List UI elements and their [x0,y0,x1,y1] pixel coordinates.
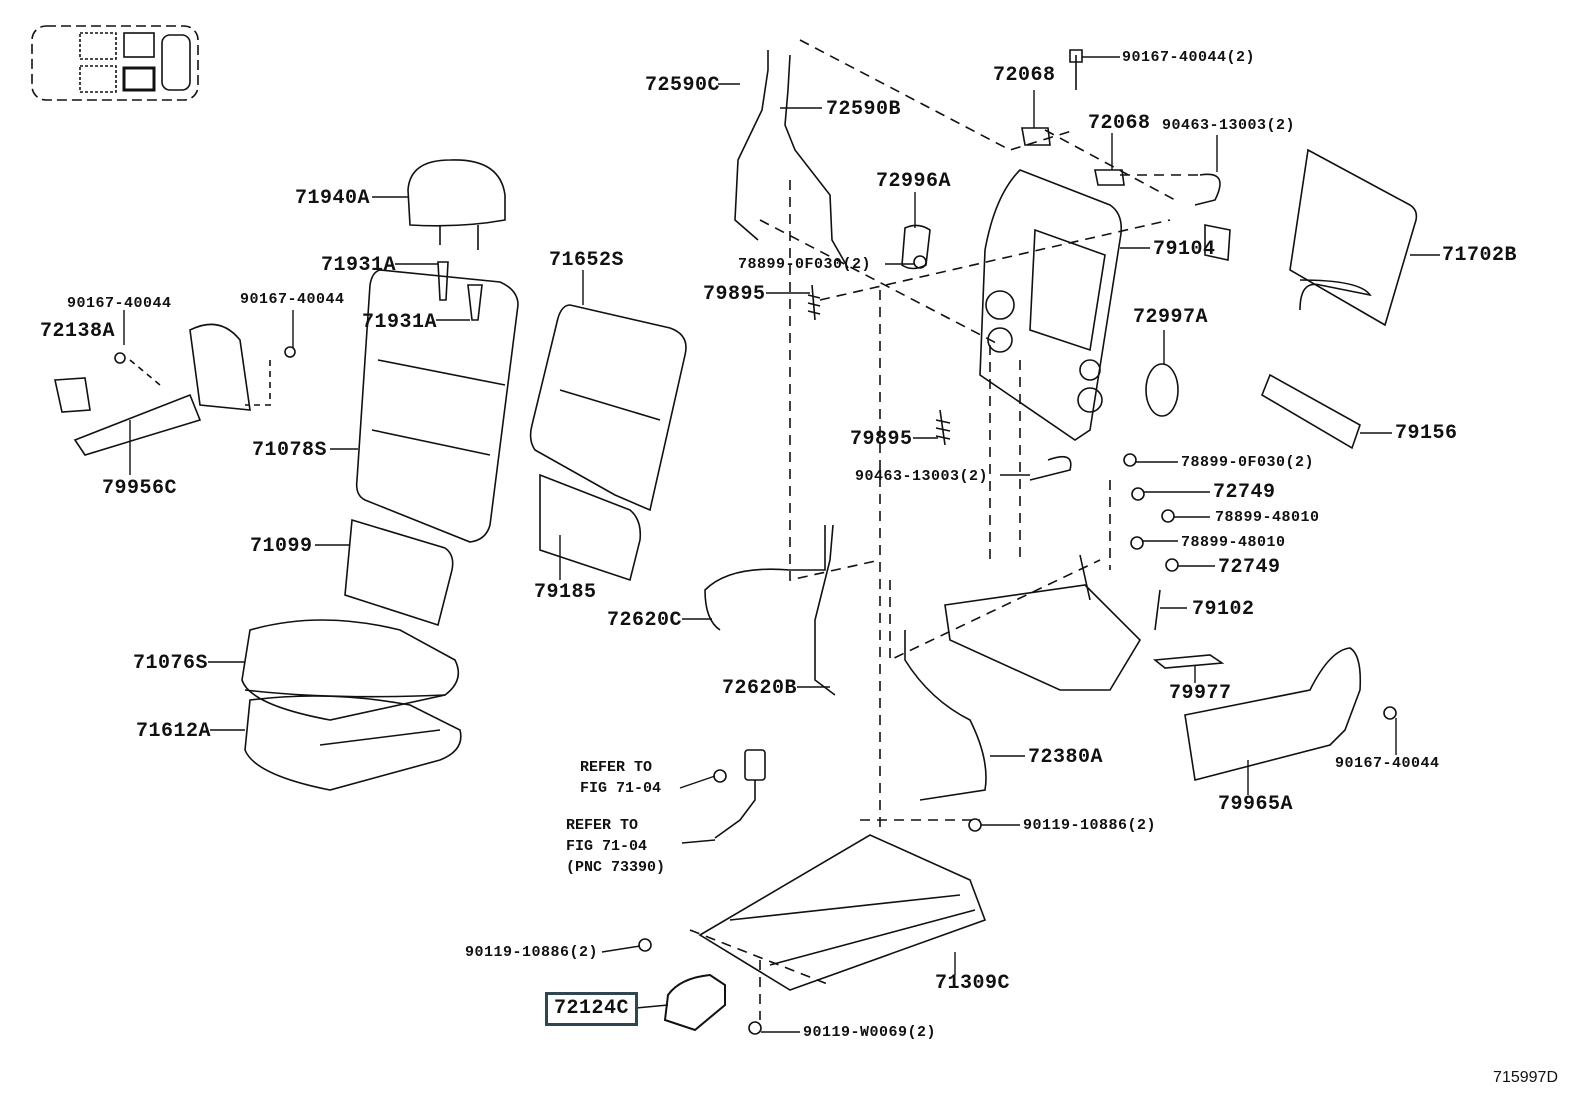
part-label-79185[interactable]: 79185 [534,581,597,604]
part-label-90463-13003[interactable]: 90463-13003(2) [1162,117,1296,134]
part-label-71612A[interactable]: 71612A [136,720,212,743]
pad-sheet-part [1152,654,1225,669]
screw-part [1383,706,1397,720]
seat-track-part [698,834,987,991]
part-label-79965A[interactable]: 79965A [1218,793,1294,816]
bolt-part [1130,536,1144,550]
seatback-spring-part [539,473,642,582]
part-label-71652S[interactable]: 71652S [549,249,625,272]
headrest-part [407,159,506,250]
spring-part [935,409,951,446]
seatback-frame-part [979,169,1123,441]
part-label-71940A[interactable]: 71940A [295,187,371,210]
part-label-90167-40044[interactable]: 90167-40044 [240,291,345,308]
part-label-78899-0F030[interactable]: 78899-0F030(2) [738,256,872,273]
knob-part [1145,363,1179,417]
part-label-79895[interactable]: 79895 [850,428,913,451]
part-label-79104[interactable]: 79104 [1153,238,1216,261]
screw-part [1069,49,1083,90]
part-label-79895[interactable]: 79895 [703,283,766,306]
part-label-79956C[interactable]: 79956C [102,477,178,500]
adjuster-cable-part [904,630,987,801]
part-label-72068[interactable]: 72068 [1088,112,1151,135]
part-label-90463-13003[interactable]: 90463-13003(2) [855,468,989,485]
headrest-guide-part [437,261,483,321]
seat-cushion-cover-part [241,619,460,721]
nut-part [1131,487,1145,501]
trim-plate-part [1261,373,1361,450]
part-label-71702B[interactable]: 71702B [1442,244,1518,267]
seatback-pad-part [529,304,687,512]
part-label-72620B[interactable]: 72620B [722,677,798,700]
nut-part [1165,558,1179,572]
spring-part [807,284,821,321]
part-label-72138A[interactable]: 72138A [40,320,116,343]
cover-part [901,224,931,270]
part-label-78899-48010[interactable]: 78899-48010 [1215,509,1320,526]
part-label-90119-10886[interactable]: 90119-10886(2) [465,944,599,961]
part-label-72068[interactable]: 72068 [993,64,1056,87]
bolt-part [1161,509,1175,523]
part-label-72620C[interactable]: 72620C [607,609,683,632]
release-cable-part [704,525,826,631]
part-label-90167-40044[interactable]: 90167-40044 [67,295,172,312]
headrest-support-part [1021,127,1125,186]
refer-note-fig-71-04: REFER TO FIG 71-04 [580,759,662,797]
seat-cushion-frame-part [944,554,1161,691]
part-label-90119-10886[interactable]: 90119-10886(2) [1023,817,1157,834]
release-cable-part [734,50,769,241]
assembly-guide-lines [689,39,1200,1020]
track-cover-part [663,973,726,1032]
refer-note-fig-71-04-pnc: REFER TO FIG 71-04 (PNC 73390) [566,817,666,876]
part-label-71078S[interactable]: 71078S [252,439,328,462]
release-cable-part [814,524,836,696]
clip-part [1029,455,1072,481]
release-cable-part [784,54,849,269]
part-label-79977[interactable]: 79977 [1169,682,1232,705]
vehicle-seat-locator-icon [31,25,199,101]
bolt-part [748,1021,762,1035]
seat-cushion-pad-part [244,695,462,791]
side-cover-part [1184,647,1362,781]
part-label-72749[interactable]: 72749 [1218,556,1281,579]
seatbelt-buckle-part [713,749,766,839]
clip-part [1194,173,1221,206]
part-label-71076S[interactable]: 71076S [133,652,209,675]
part-label-78899-0F030[interactable]: 78899-0F030(2) [1181,454,1315,471]
part-label-71931A[interactable]: 71931A [321,254,397,277]
leader-lines [123,56,1440,1033]
part-label-72997A[interactable]: 72997A [1133,306,1209,329]
seatback-cover-part [355,269,519,543]
part-label-71099[interactable]: 71099 [250,535,313,558]
part-label-79102[interactable]: 79102 [1192,598,1255,621]
lumbar-pad-part [344,518,454,627]
part-label-72380A[interactable]: 72380A [1028,746,1104,769]
part-label-72749[interactable]: 72749 [1213,481,1276,504]
part-label-72996A[interactable]: 72996A [876,170,952,193]
bolt-part [1123,453,1137,467]
part-label-90167-40044-2[interactable]: 90167-40044(2) [1122,49,1256,66]
bolt-part [638,938,652,952]
bolt-part [968,818,982,832]
figure-id: 715997D [1493,1069,1558,1086]
part-label-72590C[interactable]: 72590C [645,74,721,97]
seatback-board-part [1289,148,1418,327]
part-label-71309C[interactable]: 71309C [935,972,1011,995]
part-label-72124C-highlighted[interactable]: 72124C [544,992,639,1026]
part-label-90167-40044[interactable]: 90167-40044 [1335,755,1440,772]
label-sheet-part [1204,224,1231,261]
seat-side-bracket-part [54,323,296,456]
part-label-71931A[interactable]: 71931A [362,311,438,334]
part-label-90119-W0069[interactable]: 90119-W0069(2) [803,1024,937,1041]
part-label-79156[interactable]: 79156 [1395,422,1458,445]
part-label-78899-48010[interactable]: 78899-48010 [1181,534,1286,551]
part-label-72590B[interactable]: 72590B [826,98,902,121]
